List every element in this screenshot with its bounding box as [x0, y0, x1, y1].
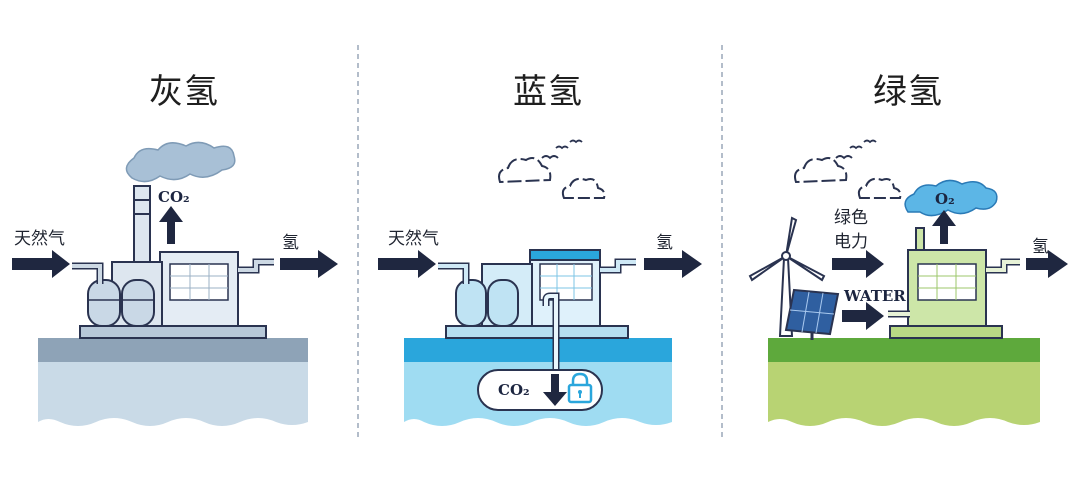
blue-output-label: 氢 — [656, 233, 673, 253]
bird-icon — [569, 139, 583, 144]
green-output-label: 氢 — [1032, 237, 1049, 257]
o2-up-arrow-icon — [932, 210, 956, 244]
panel-blue — [378, 139, 702, 426]
blue-input-arrow-icon — [378, 250, 436, 278]
grey-input-label: 天然气 — [14, 229, 65, 249]
oxygen-cloud-icon — [904, 179, 998, 217]
bird-icon — [863, 139, 877, 144]
lock-icon — [567, 372, 593, 404]
green-water-label: WATER — [844, 287, 906, 305]
title-green-hydrogen: 绿氢 — [873, 72, 943, 112]
cloud-icon — [857, 177, 902, 199]
green-input-label-line1: 绿色 — [834, 208, 868, 228]
green-input-label-line2: 电力 — [834, 232, 868, 252]
title-grey-hydrogen: 灰氢 — [149, 72, 219, 112]
bird-icon — [541, 155, 559, 160]
blue-output-arrow-icon — [644, 250, 702, 278]
green-ground — [768, 338, 1040, 362]
title-blue-hydrogen: 蓝氢 — [513, 72, 583, 112]
blue-input-label: 天然气 — [388, 229, 439, 249]
grey-ground — [38, 338, 308, 362]
blue-ground — [404, 338, 672, 362]
cloud-icon — [498, 157, 552, 184]
green-output-arrow-icon — [1026, 250, 1068, 278]
grey-output-arrow-icon — [280, 250, 338, 278]
capture-down-arrow-icon — [543, 374, 567, 406]
co2-up-arrow-icon — [159, 206, 183, 244]
grey-sea — [38, 362, 308, 426]
panel-green — [748, 139, 1068, 426]
grey-emission-label: CO₂ — [158, 188, 190, 206]
power-input-arrow-icon — [832, 250, 884, 278]
bird-icon — [849, 145, 863, 150]
cloud-icon — [794, 157, 848, 184]
panel-grey — [12, 141, 338, 426]
grey-input-arrow-icon — [12, 250, 70, 278]
bird-icon — [555, 145, 569, 150]
green-sea — [768, 362, 1040, 426]
water-input-arrow-icon — [842, 302, 884, 330]
smoke-cloud-icon — [125, 141, 236, 183]
grey-output-label: 氢 — [282, 233, 299, 253]
green-emission-label: O₂ — [935, 190, 955, 208]
cloud-icon — [561, 177, 606, 199]
solar-panel-icon — [784, 288, 840, 340]
blue-capture-label: CO₂ — [498, 381, 530, 399]
bird-icon — [835, 155, 853, 160]
